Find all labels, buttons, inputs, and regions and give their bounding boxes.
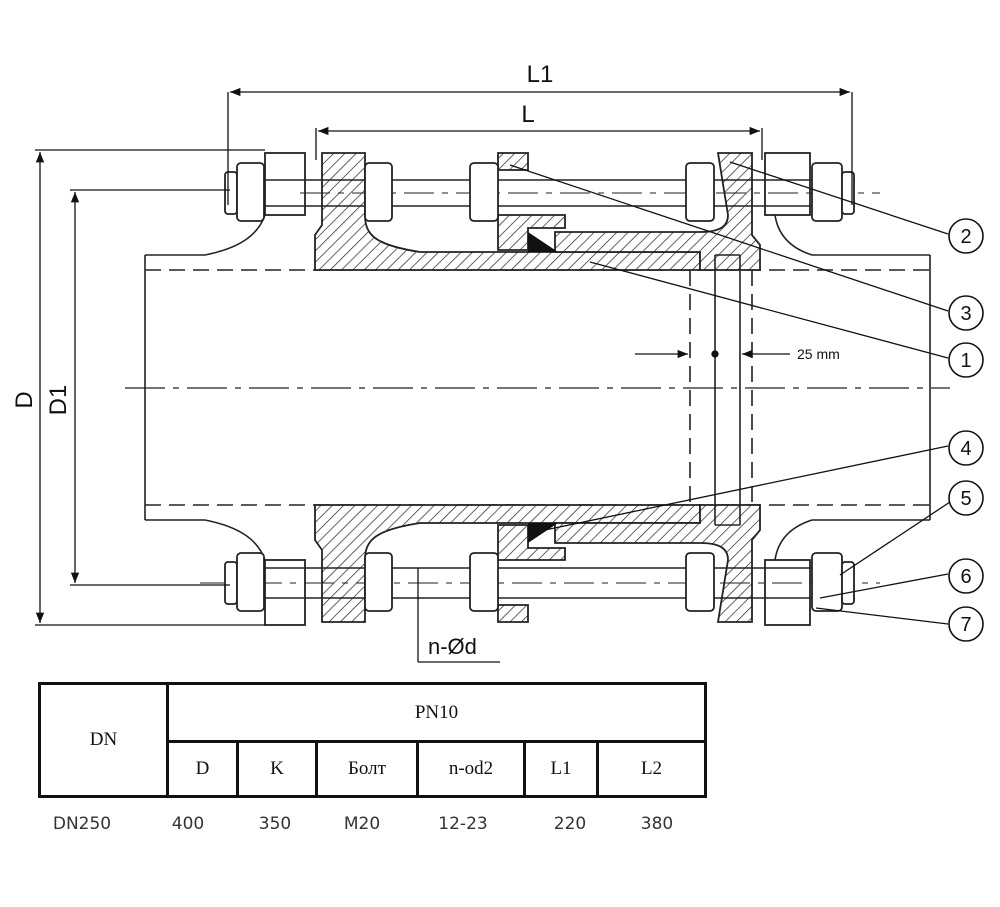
row-bolt: M20 bbox=[343, 814, 381, 834]
outer-flanges bbox=[264, 152, 811, 626]
data-row: DN250 400 350 M20 12-23 220 380 bbox=[38, 814, 738, 844]
callouts bbox=[948, 218, 984, 642]
row-n-od2: 12-23 bbox=[438, 814, 488, 834]
row-D: 400 bbox=[171, 814, 205, 834]
callout-label-3: 3 bbox=[960, 303, 971, 325]
row-L1: 220 bbox=[553, 814, 587, 834]
dim-L-label: L bbox=[521, 101, 534, 128]
callout-7 bbox=[948, 606, 984, 642]
coupling-drawing: 2 3 1 4 5 6 7 L1 L D D1 25 mm n-Ød bbox=[11, 61, 984, 663]
row-dn: DN250 bbox=[52, 814, 112, 834]
callout-6 bbox=[948, 558, 984, 594]
dn-header: DN bbox=[38, 682, 169, 798]
dimension-lines bbox=[35, 87, 853, 663]
col-L1: L1 bbox=[523, 740, 599, 798]
row-L2: 380 bbox=[640, 814, 674, 834]
leader-lines bbox=[509, 161, 954, 625]
inner-pipe-end bbox=[714, 254, 741, 526]
row-K: 350 bbox=[258, 814, 292, 834]
col-K: K bbox=[236, 740, 318, 798]
pn-header: PN10 bbox=[166, 682, 707, 743]
callout-label-1: 1 bbox=[960, 350, 971, 372]
nuts bbox=[224, 162, 855, 612]
col-D: D bbox=[166, 740, 239, 798]
callout-label-2: 2 bbox=[960, 226, 971, 248]
callout-4 bbox=[948, 430, 984, 466]
callout-5 bbox=[948, 480, 984, 516]
callout-label-7: 7 bbox=[960, 614, 971, 636]
tie-rods bbox=[200, 179, 880, 599]
callout-3 bbox=[948, 295, 984, 331]
callout-1 bbox=[948, 342, 984, 378]
col-L2: L2 bbox=[596, 740, 707, 798]
callout-label-6: 6 bbox=[960, 566, 971, 588]
coupling-body bbox=[314, 152, 761, 623]
col-n-od2: n-od2 bbox=[416, 740, 526, 798]
gasket bbox=[528, 232, 558, 543]
col-bolt: Болт bbox=[315, 740, 419, 798]
callout-2 bbox=[948, 218, 984, 254]
dim-gap-label: 25 mm bbox=[797, 346, 840, 362]
dim-L1-label: L1 bbox=[527, 61, 554, 88]
spec-table: DN PN10 D K Болт n-od2 L1 L2 bbox=[38, 682, 707, 798]
dim-D1-label: D1 bbox=[45, 385, 72, 416]
callout-label-5: 5 bbox=[960, 488, 971, 510]
callout-label-4: 4 bbox=[960, 438, 971, 460]
dim-D-label: D bbox=[11, 391, 38, 408]
dim-hole-label: n-Ød bbox=[428, 634, 477, 659]
